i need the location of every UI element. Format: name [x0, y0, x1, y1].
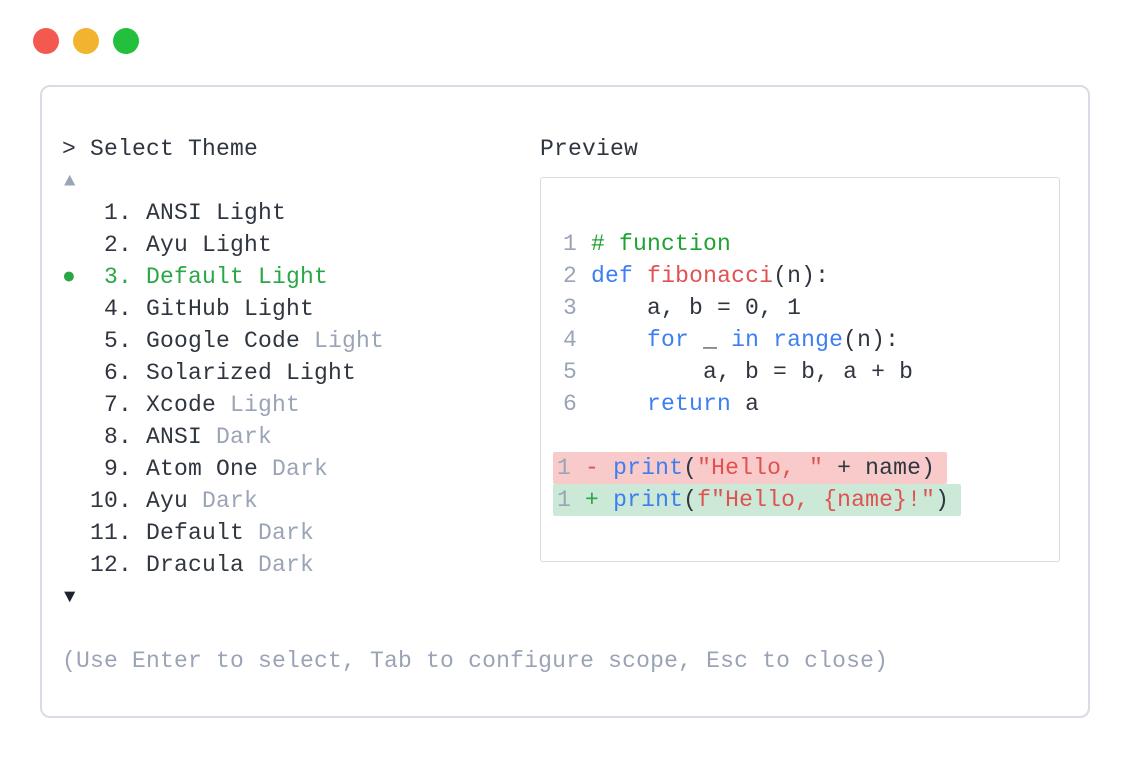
- code-area: 1 # function 2 def fibonacci(n): 3 a, b = …: [553, 228, 1039, 516]
- theme-option-1[interactable]: 1. ANSI Light: [62, 197, 540, 229]
- code-line-1: 1 # function: [563, 231, 732, 257]
- zoom-button[interactable]: [113, 28, 139, 54]
- theme-number: 12.: [90, 552, 133, 578]
- theme-name: Default Light: [146, 264, 329, 290]
- selected-bullet-icon: [62, 389, 90, 421]
- theme-name: Atom One Dark: [146, 456, 329, 482]
- diff-line-removed: 1 - print("Hello, " + name): [553, 452, 1039, 484]
- selected-bullet-icon: [62, 517, 90, 549]
- preview-pane: Preview 1 # function 2 def fibonacci(n): 3…: [540, 133, 1060, 613]
- theme-option-8[interactable]: 8. ANSI Dark: [62, 421, 540, 453]
- line-number: 1: [557, 455, 572, 481]
- theme-number: 8.: [103, 424, 132, 450]
- selected-bullet-icon: [62, 325, 90, 357]
- code-line-3: 3 a, b = 0, 1: [563, 295, 802, 321]
- theme-name: ANSI Light: [146, 200, 287, 226]
- theme-name: Default Dark: [146, 520, 315, 546]
- preview-title: Preview: [540, 136, 639, 162]
- line-number: 4: [563, 327, 578, 353]
- theme-name: Ayu Light: [146, 232, 273, 258]
- select-theme-prompt: > Select Theme: [62, 136, 259, 162]
- selected-bullet-icon: [62, 485, 90, 517]
- diff-plus-sign: +: [585, 487, 600, 513]
- theme-number: 7.: [103, 392, 132, 418]
- selector-body: > Select Theme ▲ 1. ANSI Light 2. Ayu Light…: [62, 133, 1060, 613]
- theme-name: Dracula Dark: [146, 552, 315, 578]
- line-number: 3: [563, 295, 578, 321]
- theme-option-4[interactable]: 4. GitHub Light: [62, 293, 540, 325]
- theme-name: GitHub Light: [146, 296, 315, 322]
- selected-bullet-icon: [62, 421, 90, 453]
- theme-option-12[interactable]: 12. Dracula Dark: [62, 549, 540, 581]
- line-number: 2: [563, 263, 578, 289]
- theme-option-11[interactable]: 11. Default Dark: [62, 517, 540, 549]
- selected-bullet-icon: [62, 197, 90, 229]
- scroll-up-icon[interactable]: ▲: [64, 170, 76, 192]
- minimize-button[interactable]: [73, 28, 99, 54]
- selected-bullet-icon: [62, 293, 90, 325]
- theme-number: 11.: [90, 520, 133, 546]
- selected-bullet-icon: [62, 229, 90, 261]
- theme-name: Solarized Light: [146, 360, 357, 386]
- theme-name: ANSI Dark: [146, 424, 273, 450]
- theme-number: 6.: [103, 360, 132, 386]
- theme-option-2[interactable]: 2. Ayu Light: [62, 229, 540, 261]
- theme-number: 4.: [103, 296, 132, 322]
- code-preview: 1 # function 2 def fibonacci(n): 3 a, b = …: [540, 177, 1060, 562]
- line-number: 1: [563, 231, 578, 257]
- code-line-6: 6 return a: [563, 391, 760, 417]
- diff-minus-sign: -: [585, 455, 600, 481]
- selected-bullet-icon: [62, 453, 90, 485]
- code-blank-line: [563, 420, 1039, 452]
- line-number: 6: [563, 391, 578, 417]
- window-controls: [33, 28, 139, 54]
- theme-option-6[interactable]: 6. Solarized Light: [62, 357, 540, 389]
- code-line-4: 4 for _ in range(n):: [563, 327, 900, 353]
- line-number: 1: [557, 487, 572, 513]
- theme-selector-window: > Select Theme ▲ 1. ANSI Light 2. Ayu Light…: [40, 85, 1090, 718]
- theme-number: 3.: [103, 264, 132, 290]
- scroll-down-icon[interactable]: ▼: [64, 586, 76, 608]
- help-text: (Use Enter to select, Tab to configure s…: [62, 648, 889, 674]
- selected-bullet-icon: [62, 357, 90, 389]
- theme-number: 1.: [103, 200, 132, 226]
- diff-highlight: 1 - print("Hello, " + name): [553, 452, 948, 484]
- theme-list: 1. ANSI Light 2. Ayu Light ● 3. Default Light 4…: [62, 197, 540, 581]
- close-button[interactable]: [33, 28, 59, 54]
- line-number: 5: [563, 359, 578, 385]
- theme-option-7[interactable]: 7. Xcode Light: [62, 389, 540, 421]
- theme-name: Xcode Light: [146, 392, 301, 418]
- theme-number: 10.: [90, 488, 133, 514]
- theme-option-3[interactable]: ● 3. Default Light: [62, 261, 540, 293]
- theme-number: 2.: [103, 232, 132, 258]
- code-line-5: 5 a, b = b, a + b: [563, 359, 914, 385]
- code-line-2: 2 def fibonacci(n):: [563, 263, 830, 289]
- diff-highlight: 1 + print(f"Hello, {name}!"): [553, 484, 962, 516]
- theme-name: Google Code Light: [146, 328, 385, 354]
- theme-name: Ayu Dark: [146, 488, 259, 514]
- selected-bullet-icon: ●: [62, 264, 77, 290]
- theme-option-9[interactable]: 9. Atom One Dark: [62, 453, 540, 485]
- selected-bullet-icon: [62, 549, 90, 581]
- theme-number: 5.: [103, 328, 132, 354]
- theme-option-10[interactable]: 10. Ayu Dark: [62, 485, 540, 517]
- diff-line-added: 1 + print(f"Hello, {name}!"): [553, 484, 1039, 516]
- theme-option-5[interactable]: 5. Google Code Light: [62, 325, 540, 357]
- theme-number: 9.: [103, 456, 132, 482]
- theme-list-pane: > Select Theme ▲ 1. ANSI Light 2. Ayu Light…: [62, 133, 540, 613]
